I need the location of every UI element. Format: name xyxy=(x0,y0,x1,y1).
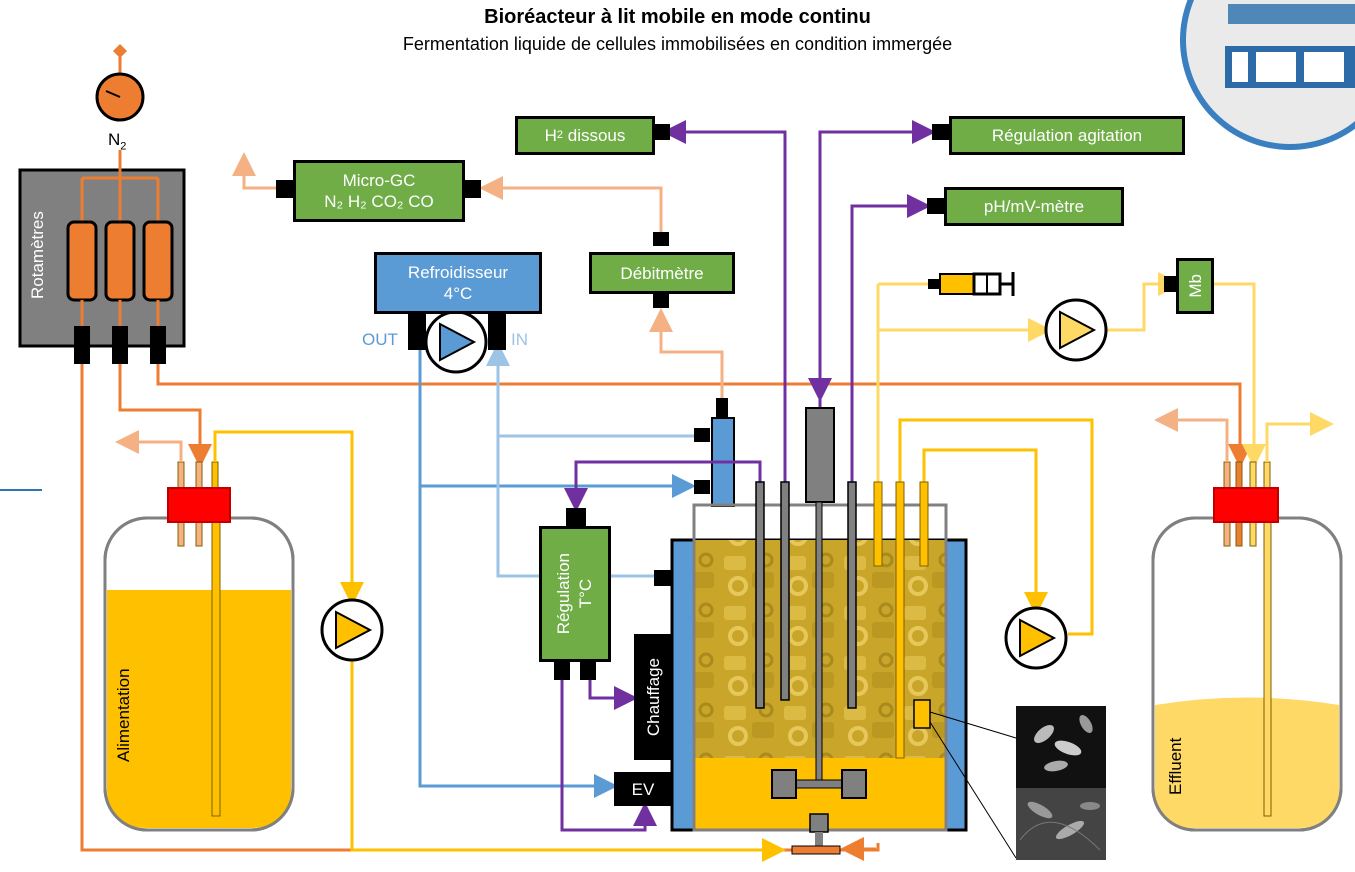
mb-pump-icon xyxy=(1044,298,1108,362)
heater: Chauffage xyxy=(634,634,672,760)
cooling-pump-icon xyxy=(424,310,488,374)
feed-pump-icon xyxy=(320,598,384,662)
rotameters-label: Rotamètres xyxy=(28,211,47,299)
solenoid-valve: EV xyxy=(614,772,672,806)
pressure-gauge-icon xyxy=(95,44,145,122)
agitation-control: Régulation agitation xyxy=(949,116,1185,155)
flowmeter: Débitmètre xyxy=(589,252,735,294)
ph-meter: pH/mV-mètre xyxy=(944,187,1124,226)
feed-tank-label: Alimentation xyxy=(114,668,133,762)
micrograph-image xyxy=(1016,706,1106,860)
n2-label: N2 xyxy=(108,130,127,153)
mb-unit: Mb xyxy=(1176,258,1214,314)
feed-stopper xyxy=(167,487,231,523)
syringe-icon xyxy=(878,272,1015,296)
agitator-motor xyxy=(805,407,835,503)
chiller: Refroidisseur 4°C xyxy=(374,252,542,314)
rotameter-tubes xyxy=(66,220,174,302)
effluent-stopper xyxy=(1213,487,1279,523)
effluent-tank-label: Effluent xyxy=(1166,737,1185,795)
logo-image xyxy=(1180,0,1355,150)
chiller-out-label: OUT xyxy=(362,330,398,349)
micro-gc: Micro-GC N₂ H₂ CO₂ CO xyxy=(293,160,465,222)
chiller-in-label: IN xyxy=(511,330,528,349)
recirculation-pump-icon xyxy=(1004,606,1068,670)
page-subtitle: Fermentation liquide de cellules immobil… xyxy=(402,34,953,54)
page-title: Bioréacteur à lit mobile en mode continu xyxy=(484,6,871,28)
